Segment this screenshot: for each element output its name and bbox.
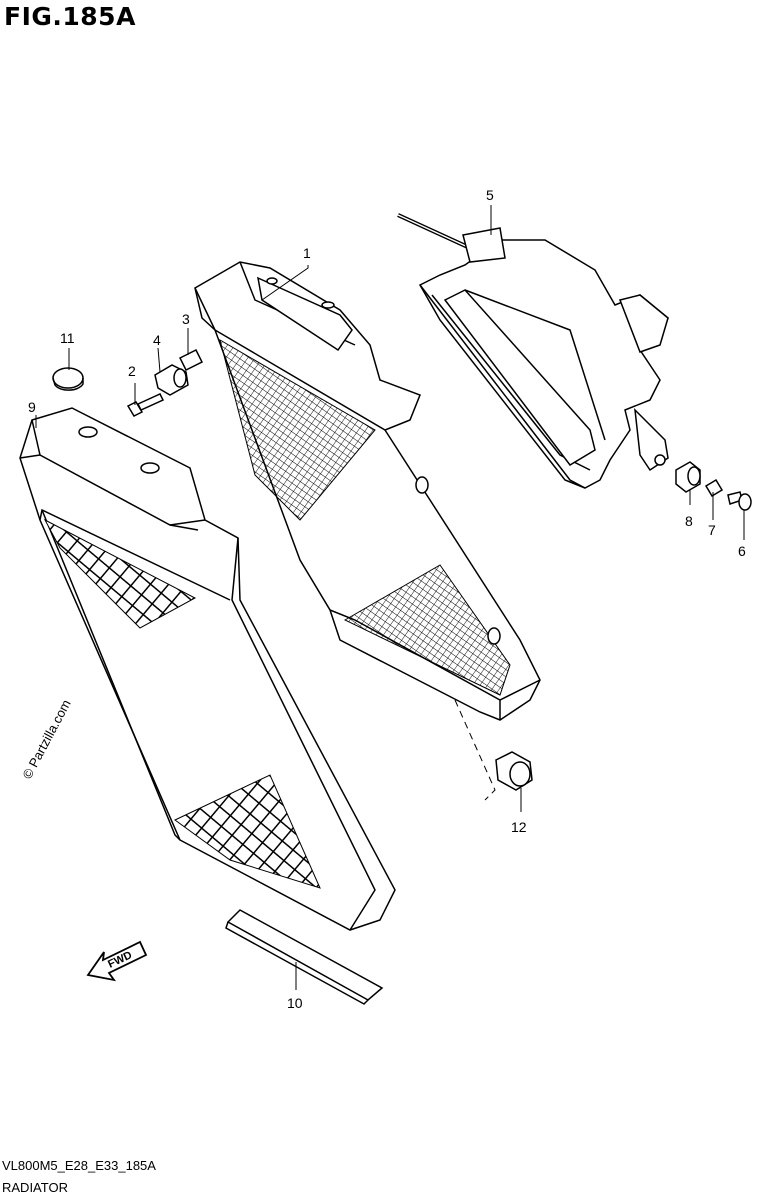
collar-7 <box>704 478 724 498</box>
cooling-fan <box>397 213 669 489</box>
figure-name: RADIATOR <box>2 1180 68 1195</box>
callout-8: 8 <box>685 513 693 529</box>
leader-lines <box>35 205 745 990</box>
radiator-core <box>194 261 541 721</box>
bolt-2 <box>126 393 165 417</box>
callout-12: 12 <box>511 819 527 835</box>
callout-1: 1 <box>303 245 311 261</box>
collar-3 <box>178 348 204 372</box>
callout-9: 9 <box>28 399 36 415</box>
radiator-cover <box>19 407 396 931</box>
cushion-8 <box>675 461 701 493</box>
watermark: © Partzilla.com <box>19 697 73 781</box>
bolt-6 <box>727 491 752 511</box>
seal-strip-10 <box>225 909 384 1005</box>
callout-2: 2 <box>128 363 136 379</box>
callout-5: 5 <box>486 187 494 203</box>
callout-3: 3 <box>182 311 190 327</box>
cushion-12 <box>495 751 533 791</box>
grommet-11 <box>52 367 84 391</box>
callout-7: 7 <box>708 522 716 538</box>
figure-code: VL800M5_E28_E33_185A <box>2 1158 156 1173</box>
callout-labels: 1 2 3 4 5 6 7 8 9 10 11 12 <box>28 187 746 1011</box>
callout-10: 10 <box>287 995 303 1011</box>
fwd-arrow-icon: FWD <box>86 940 148 982</box>
figure-title: FIG.185A <box>4 2 136 31</box>
callout-6: 6 <box>738 543 746 559</box>
callout-4: 4 <box>153 332 161 348</box>
callout-11: 11 <box>60 330 75 346</box>
cushion-4 <box>154 364 189 396</box>
